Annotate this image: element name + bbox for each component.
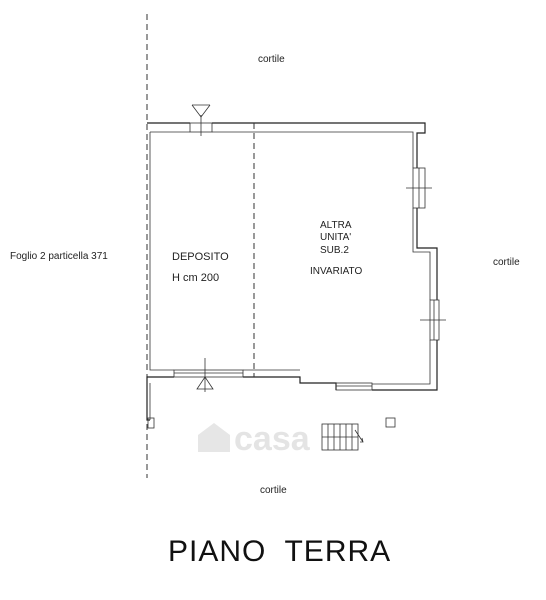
window-bottom	[335, 382, 373, 391]
window-right-upper	[406, 167, 432, 209]
watermark-text: casa	[234, 420, 311, 458]
door-top	[189, 104, 213, 136]
watermark: casa	[198, 420, 311, 458]
cortile-bottom-label: cortile	[260, 485, 287, 496]
plan-title: PIANO TERRA	[168, 535, 391, 568]
parcel-label: Foglio 2 particella 371	[10, 251, 108, 262]
room-left-height: H cm 200	[172, 272, 219, 284]
window-right-lower	[420, 299, 446, 341]
cortile-top-label: cortile	[258, 54, 285, 65]
cortile-right-label: cortile	[493, 257, 520, 268]
room-right-line1: ALTRA	[320, 220, 352, 231]
house-icon	[198, 423, 230, 452]
room-left-name: DEPOSITO	[172, 251, 229, 263]
column-square	[385, 417, 396, 428]
room-right-line4: INVARIATO	[310, 266, 362, 277]
door-bottom	[173, 358, 244, 392]
stairs	[321, 423, 364, 451]
room-right-line2: UNITA'	[320, 232, 351, 243]
room-right-line3: SUB.2	[320, 245, 349, 256]
